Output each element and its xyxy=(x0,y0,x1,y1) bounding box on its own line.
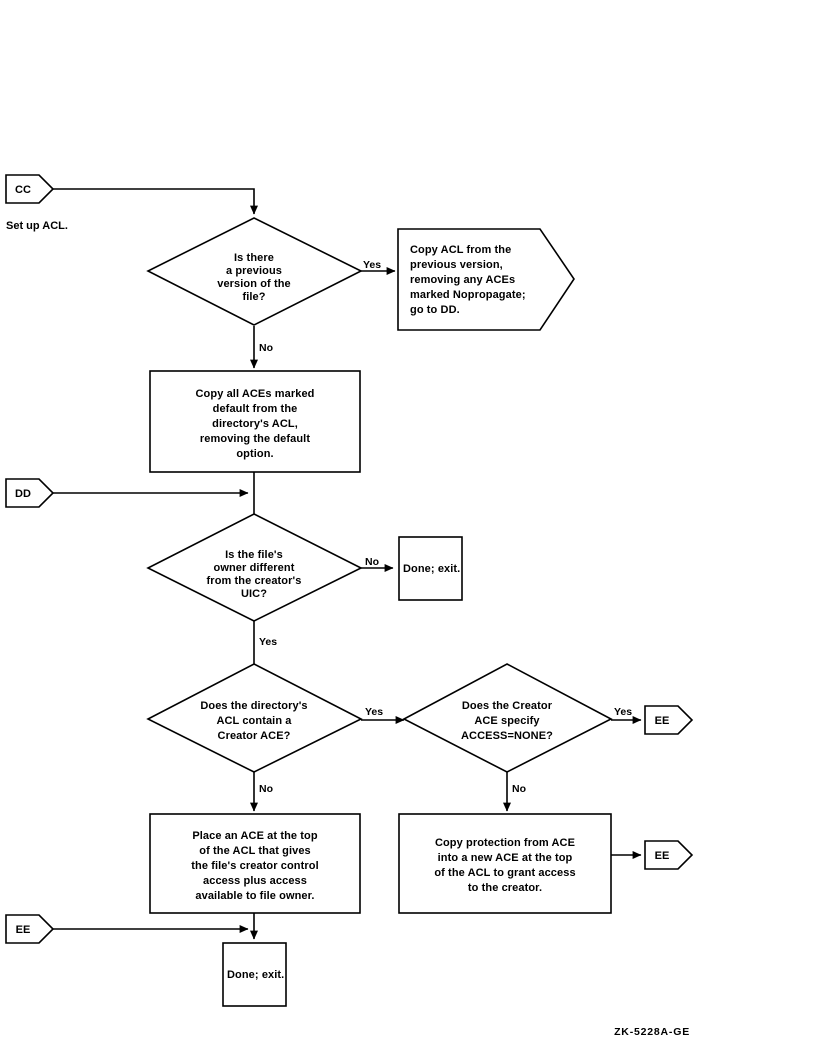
decision-shape xyxy=(146,217,363,326)
node-text-line: Done; exit. xyxy=(403,563,460,575)
connector-label: EE xyxy=(655,850,670,862)
branch-label-d1-yes: Yes xyxy=(363,259,381,271)
node-text-line: removing any ACEs xyxy=(410,274,515,286)
process-shape xyxy=(149,370,361,473)
decision-shape xyxy=(146,513,363,622)
node-text-line: Copy protection from ACE xyxy=(435,837,575,849)
decision-shape xyxy=(146,663,363,773)
node-text-line: the file's creator control xyxy=(191,860,318,872)
node-process-copy-protection-from-ace[interactable]: Copy protection from ACE into a new ACE … xyxy=(398,813,612,914)
node-text-line: available to file owner. xyxy=(195,890,314,902)
connector-shape xyxy=(644,705,694,735)
node-text-line: of the ACL that gives xyxy=(199,845,311,857)
process-shape xyxy=(149,813,361,914)
node-text-line: a previous xyxy=(226,265,282,277)
branch-label-d4-no: No xyxy=(512,783,526,795)
node-text-line: into a new ACE at the top xyxy=(438,852,573,864)
connector-shape xyxy=(5,478,55,508)
connector-shape xyxy=(5,914,55,944)
decision-shape xyxy=(402,663,613,773)
node-decision-creator-ace-access-none[interactable]: Does the Creator ACE specify ACCESS=NONE… xyxy=(402,663,613,773)
node-decision-directory-acl-creator-ace[interactable]: Does the directory's ACL contain a Creat… xyxy=(146,663,363,773)
branch-label-d3-yes: Yes xyxy=(365,706,383,718)
node-text-line: UIC? xyxy=(241,588,267,600)
flag-shape xyxy=(397,228,575,331)
process-shape xyxy=(222,942,287,1007)
connector-shape xyxy=(5,174,55,204)
node-text-line: access plus access xyxy=(203,875,307,887)
flow-lines xyxy=(52,188,642,940)
connector-shape xyxy=(644,840,694,870)
connector-label: CC xyxy=(15,184,31,196)
node-text-line: marked Nopropagate; xyxy=(410,289,526,301)
branch-label-d1-no: No xyxy=(259,342,273,354)
node-text-line: go to DD. xyxy=(410,304,460,316)
node-text-line: removing the default xyxy=(200,433,310,445)
branch-label-d2-no: No xyxy=(365,556,379,568)
node-decision-previous-version[interactable]: Is there a previous version of the file? xyxy=(146,217,363,326)
node-decision-owner-different[interactable]: Is the file's owner different from the c… xyxy=(146,513,363,622)
connector-label: DD xyxy=(15,488,31,500)
node-text-line: Is there xyxy=(234,252,274,264)
process-shape xyxy=(398,813,612,914)
connector-label: EE xyxy=(16,924,31,936)
connector-dd-entry[interactable]: DD xyxy=(5,478,55,508)
node-text-line: Is the file's xyxy=(225,549,283,561)
node-text-line: owner different xyxy=(214,562,295,574)
node-text-line: file? xyxy=(242,291,265,303)
branch-labels: Yes No No Yes Yes No Yes No xyxy=(259,259,632,795)
connector-cc-entry[interactable]: CC xyxy=(5,174,55,204)
process-shape xyxy=(398,536,463,601)
node-text-line: Done; exit. xyxy=(227,969,284,981)
node-text-line: ACL contain a xyxy=(216,715,292,727)
node-text-line: ACCESS=NONE? xyxy=(461,730,553,742)
node-text-line: Does the directory's xyxy=(200,700,307,712)
node-process-place-ace-top[interactable]: Place an ACE at the top of the ACL that … xyxy=(149,813,361,914)
connector-ee-entry[interactable]: EE xyxy=(5,914,55,944)
node-text-line: Does the Creator xyxy=(462,700,553,712)
node-text-line: default from the xyxy=(213,403,298,415)
node-text-line: option. xyxy=(236,448,273,460)
node-text-line: Copy ACL from the xyxy=(410,244,511,256)
node-flag-copy-acl-previous-version[interactable]: Copy ACL from the previous version, remo… xyxy=(397,228,575,331)
node-text-line: Creator ACE? xyxy=(218,730,291,742)
branch-label-d4-yes: Yes xyxy=(614,706,632,718)
branch-label-d3-no: No xyxy=(259,783,273,795)
node-text-line: previous version, xyxy=(410,259,503,271)
node-text-line: Place an ACE at the top xyxy=(192,830,318,842)
node-process-copy-default-aces[interactable]: Copy all ACEs marked default from the di… xyxy=(149,370,361,473)
line-cc-to-d1 xyxy=(52,188,258,215)
note-set-up-acl: Set up ACL. xyxy=(6,220,68,232)
node-text-line: of the ACL to grant access xyxy=(434,867,575,879)
node-text-line: Copy all ACEs marked xyxy=(196,388,315,400)
connector-label: EE xyxy=(655,715,670,727)
node-text-line: version of the xyxy=(217,278,291,290)
node-text-line: to the creator. xyxy=(468,882,542,894)
node-text-line: ACE specify xyxy=(474,715,540,727)
connector-ee-exit-lower[interactable]: EE xyxy=(644,840,694,870)
node-process-done-exit-upper[interactable]: Done; exit. xyxy=(398,536,463,601)
node-text-line: directory's ACL, xyxy=(212,418,298,430)
figure-caption: ZK-5228A-GE xyxy=(614,1026,690,1038)
connector-ee-exit-upper[interactable]: EE xyxy=(644,705,694,735)
node-text-line: from the creator's xyxy=(207,575,302,587)
node-process-done-exit-lower[interactable]: Done; exit. xyxy=(222,942,287,1007)
branch-label-d2-yes: Yes xyxy=(259,636,277,648)
